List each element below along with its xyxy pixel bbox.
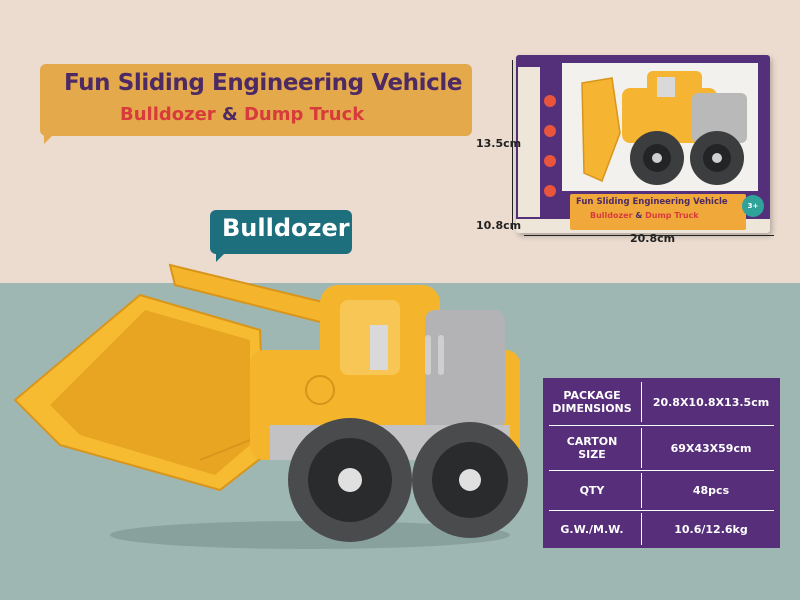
- product-title: Fun Sliding Engineering Vehicle: [64, 70, 463, 96]
- bulldozer-label-tail: [216, 250, 228, 262]
- spec-row: CARTON SIZE 69X43X59cm: [543, 428, 780, 468]
- subtitle-amp: &: [221, 104, 238, 125]
- age-badge: 3+: [742, 195, 764, 217]
- box-toy-image: [562, 63, 758, 191]
- spec-divider: [549, 510, 774, 511]
- width-dim-line: [524, 235, 774, 236]
- box-feature-icon: [544, 185, 556, 197]
- box-feature-icon: [544, 95, 556, 107]
- product-box: Fun Sliding Engineering Vehicle Bulldoze…: [516, 55, 770, 233]
- depth-dim-line: [512, 210, 522, 230]
- width-label: 20.8cm: [630, 232, 676, 245]
- box-subtitle-bulldozer: Bulldozer: [590, 211, 633, 220]
- subtitle-bulldozer: Bulldozer: [120, 104, 216, 125]
- spec-label: PACKAGE DIMENSIONS: [543, 382, 642, 422]
- box-feature-icon: [544, 125, 556, 137]
- spec-row: PACKAGE DIMENSIONS 20.8X10.8X13.5cm: [543, 382, 780, 422]
- spec-divider: [549, 425, 774, 426]
- box-subtitle: Bulldozer & Dump Truck: [590, 211, 699, 220]
- bulldozer-label: Bulldozer: [222, 214, 350, 242]
- spec-value: 10.6/12.6kg: [674, 522, 748, 536]
- spec-value: 48pcs: [692, 484, 730, 497]
- spec-table: PACKAGE DIMENSIONS 20.8X10.8X13.5cm CART…: [543, 378, 780, 548]
- spec-row: G.W./M.W. 10.6/12.6kg: [543, 513, 780, 545]
- subtitle-dump-truck: Dump Truck: [243, 104, 365, 125]
- title-banner-tail: [44, 128, 60, 144]
- box-title: Fun Sliding Engineering Vehicle: [576, 197, 728, 207]
- box-window: [562, 63, 758, 191]
- spec-divider: [549, 470, 774, 471]
- box-subtitle-dump-truck: Dump Truck: [645, 211, 699, 220]
- height-dim-line: [512, 60, 513, 210]
- box-title-banner: [570, 194, 746, 230]
- spec-label: G.W./M.W.: [543, 513, 642, 545]
- bulldozer-toy-image: [13, 263, 528, 549]
- spec-value: 69X43X59cm: [670, 441, 752, 455]
- spec-label: CARTON SIZE: [543, 428, 642, 468]
- title-banner: [40, 64, 472, 136]
- spec-row: QTY 48pcs: [543, 473, 780, 508]
- box-subtitle-amp: &: [635, 211, 643, 220]
- depth-label: 10.8cm: [476, 219, 522, 232]
- height-label: 13.5cm: [476, 137, 522, 150]
- box-feature-icon: [544, 155, 556, 167]
- bulldozer-label-box: [210, 210, 352, 254]
- spec-label: QTY: [543, 473, 642, 508]
- spec-value: 20.8X10.8X13.5cm: [652, 395, 770, 409]
- box-side-panel: [518, 67, 540, 217]
- product-subtitle: Bulldozer & Dump Truck: [120, 104, 364, 125]
